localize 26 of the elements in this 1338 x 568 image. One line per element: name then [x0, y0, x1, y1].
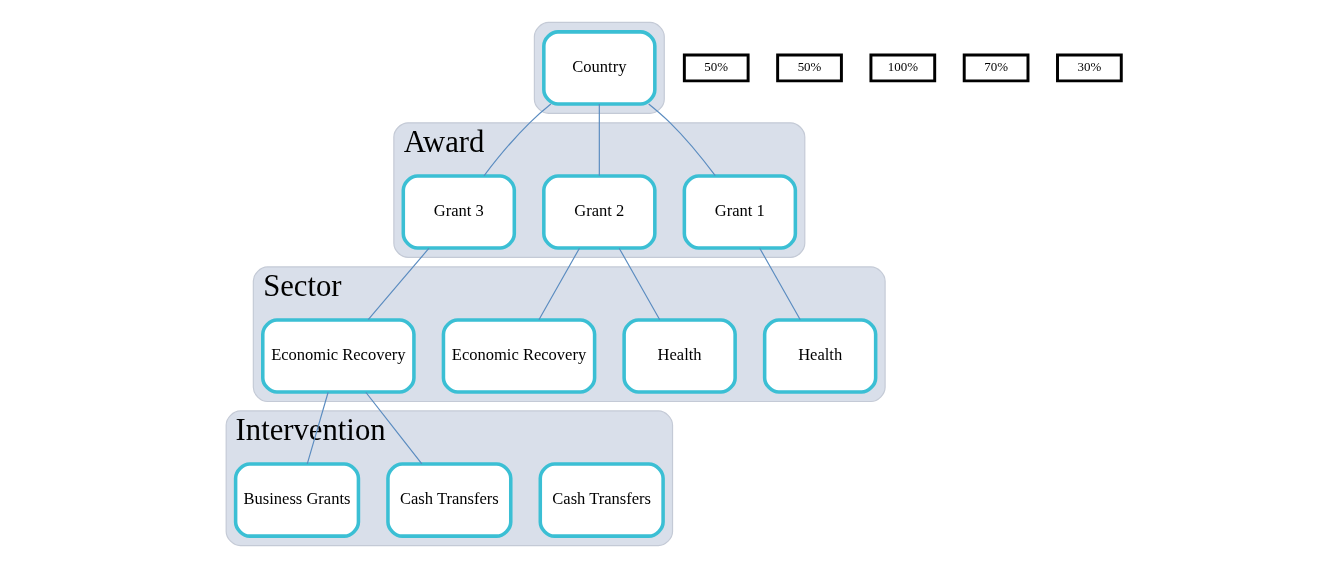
node-box: Grant 1	[682, 174, 798, 250]
node-box: Cash Transfers	[386, 462, 513, 538]
connector	[759, 247, 801, 321]
connector	[483, 103, 552, 177]
node-box: Cash Transfers	[538, 462, 665, 538]
cluster	[533, 21, 665, 114]
node-box: Business Grants	[233, 462, 361, 538]
node-box: Health	[762, 318, 878, 394]
connector	[618, 247, 661, 321]
node-box: 50%	[776, 53, 843, 83]
node-box: Country	[542, 30, 657, 106]
node-box: Health	[622, 318, 737, 394]
node-box: Grant 3	[401, 174, 517, 250]
connector	[367, 247, 430, 321]
connector	[598, 103, 600, 177]
node-box: 70%	[962, 53, 1030, 83]
node-box: 100%	[869, 53, 937, 83]
node-box: 50%	[682, 53, 750, 83]
connector	[538, 247, 581, 321]
connector	[306, 391, 329, 465]
connector	[365, 391, 423, 465]
connector	[648, 103, 716, 177]
node-box: Grant 2	[542, 174, 657, 250]
node-box: Economic Recovery	[441, 318, 597, 394]
node-box: 30%	[1056, 53, 1123, 83]
node-box: Economic Recovery	[261, 318, 416, 394]
